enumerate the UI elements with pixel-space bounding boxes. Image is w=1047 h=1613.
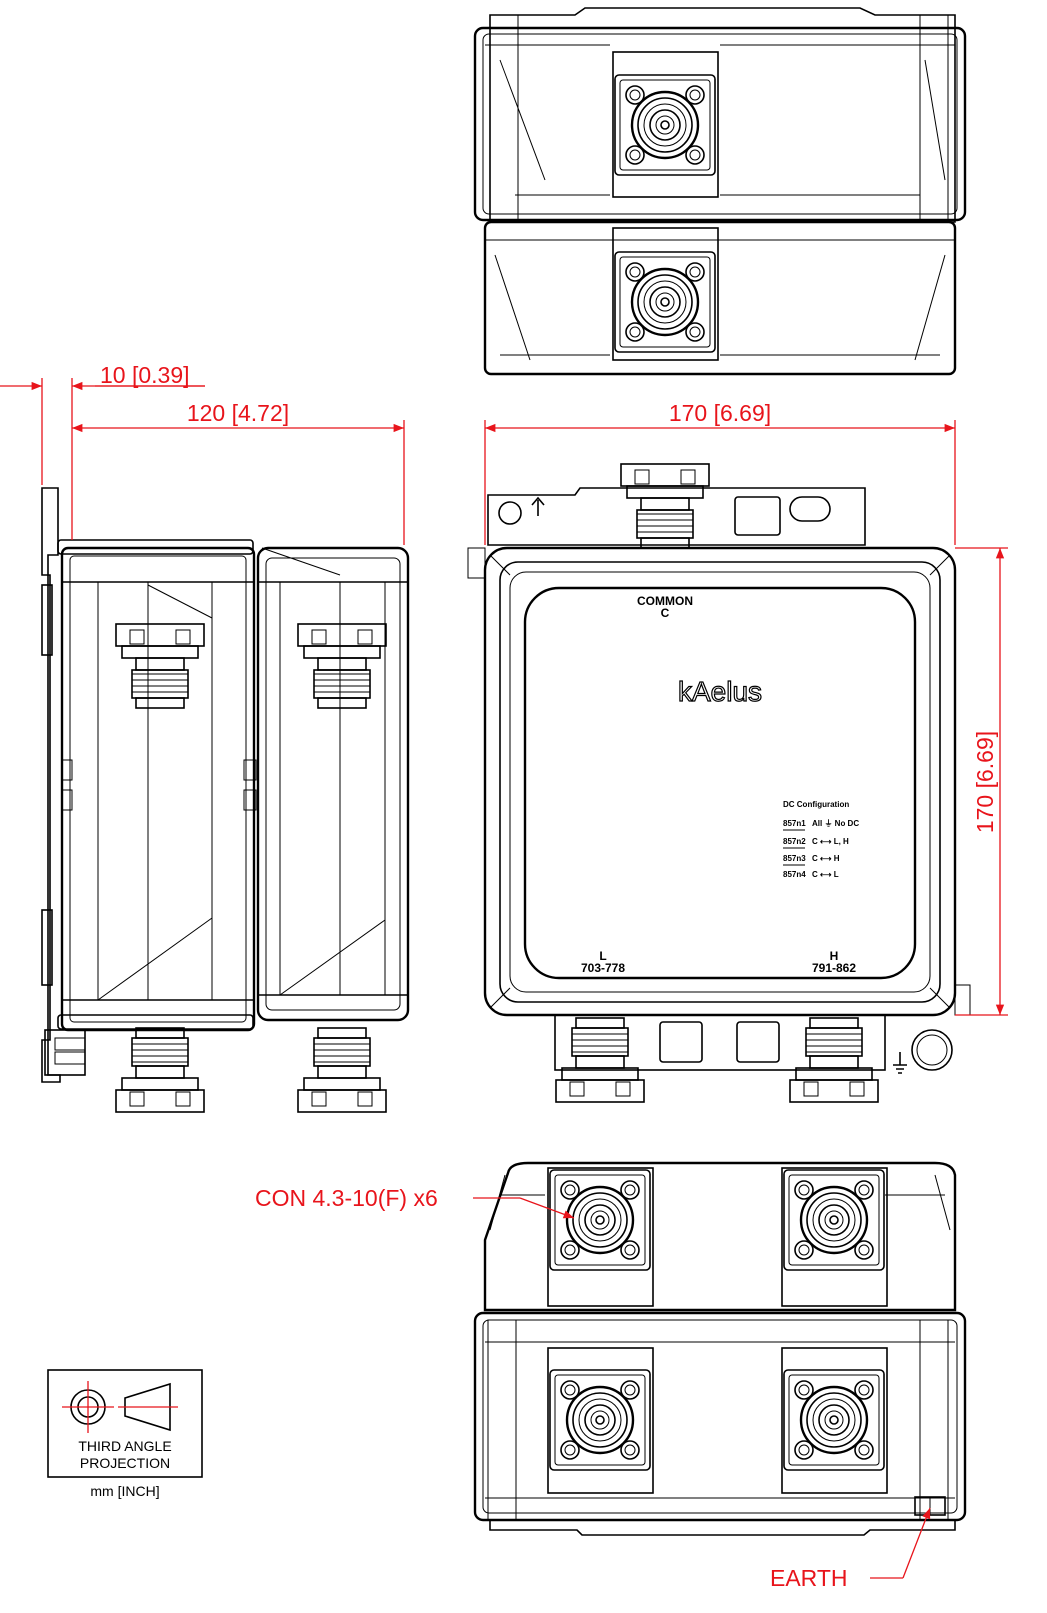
callouts: CON 4.3-10(F) x6 EARTH xyxy=(255,1185,931,1591)
common-letter: C xyxy=(661,606,670,620)
dc-row-desc: C ⟷ H xyxy=(812,854,840,863)
dimensions: 10 [0.39] 120 [4.72] 170 [6.69] 170 [6.6… xyxy=(0,362,1008,1016)
dim-front-width: 170 [6.69] xyxy=(669,400,771,426)
common-title: COMMON xyxy=(637,594,693,608)
top-view xyxy=(473,7,967,376)
dc-row-code: 857n1 xyxy=(783,819,806,828)
port-l-range: 703-778 xyxy=(581,961,625,975)
bottom-view xyxy=(473,1161,967,1536)
projection-line2: PROJECTION xyxy=(80,1455,170,1471)
earth-callout-label: EARTH xyxy=(770,1565,848,1591)
dim-flange-offset: 10 [0.39] xyxy=(100,362,190,388)
dc-row-desc: C ⟷ L, H xyxy=(812,837,849,846)
dc-row-code: 857n3 xyxy=(783,854,806,863)
port-h-range: 791-862 xyxy=(812,961,856,975)
projection-symbol: THIRD ANGLE PROJECTION mm [INCH] xyxy=(47,1369,203,1499)
front-view: COMMON C kAelus L 703-778 H 791-862 DC C… xyxy=(467,463,971,1103)
brand-logo: kAelus xyxy=(678,676,762,707)
dc-row-code: 857n2 xyxy=(783,837,806,846)
connector-callout-label: CON 4.3-10(F) x6 xyxy=(255,1185,438,1211)
dc-row-desc: C ⟷ L xyxy=(812,870,839,879)
side-view xyxy=(41,487,410,1113)
dc-row-desc: All ⏚ No DC xyxy=(812,819,859,828)
projection-units: mm [INCH] xyxy=(90,1483,159,1499)
projection-line1: THIRD ANGLE xyxy=(78,1438,171,1454)
dim-front-height: 170 [6.69] xyxy=(972,731,998,833)
dim-side-width: 120 [4.72] xyxy=(187,400,289,426)
port-l-letter: L xyxy=(599,949,606,963)
port-h-letter: H xyxy=(830,949,839,963)
dc-config-title: DC Configuration xyxy=(783,800,849,809)
dc-row-code: 857n4 xyxy=(783,870,806,879)
